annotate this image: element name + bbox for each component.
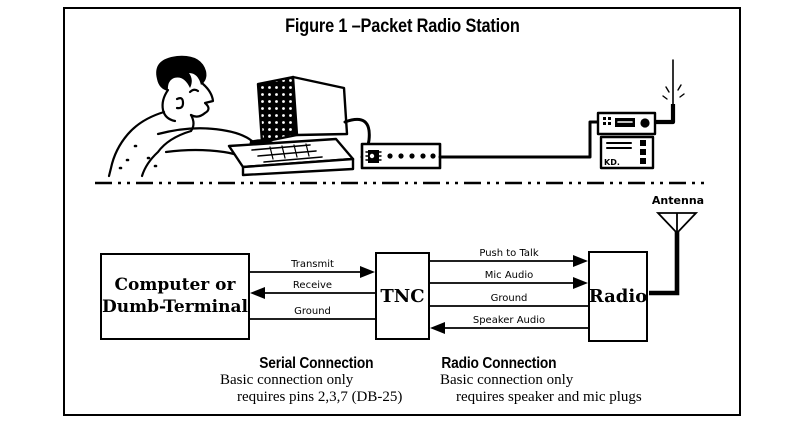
antenna-symbol-icon — [649, 212, 699, 296]
serial-connection-heading-wrap: Serial Connection — [224, 353, 409, 373]
radio-note-line2: requires speaker and mic plugs — [456, 389, 642, 405]
tnc-radio-cable — [438, 120, 600, 159]
push-to-talk-line — [430, 255, 588, 267]
operator-at-computer-illustration: KD. — [107, 55, 685, 178]
radio-device-text: KD. — [604, 158, 620, 167]
antenna-mast-icon — [655, 59, 685, 125]
mic-audio-arrow — [573, 277, 588, 289]
figure-title-row: Figure 1 –Packet Radio Station — [63, 16, 741, 38]
push-to-talk-label: Push to Talk — [479, 248, 539, 259]
speaker-audio-label: Speaker Audio — [472, 315, 546, 326]
receive-arrow — [250, 287, 265, 299]
transmit-label: Transmit — [291, 259, 334, 270]
speaker-audio-arrow — [430, 322, 445, 334]
mic-audio-label: Mic Audio — [484, 270, 534, 281]
radio-box-label: Radio — [588, 286, 648, 307]
tnc-device-icon — [360, 142, 442, 170]
serial-connection-heading: Serial Connection — [259, 355, 374, 372]
serial-note-line2: requires pins 2,3,7 (DB-25) — [237, 389, 403, 405]
mic-audio-line — [430, 277, 588, 289]
push-to-talk-arrow — [573, 255, 588, 267]
receive-label: Receive — [292, 280, 333, 291]
transmit-line — [250, 266, 375, 278]
radio-ground-label: Ground — [490, 293, 528, 304]
radio-device-icon: KD. — [596, 111, 657, 170]
radio-connection-heading-wrap: Radio Connection — [420, 353, 578, 373]
serial-note-line1: Basic connection only — [220, 372, 354, 388]
transmit-arrow — [360, 266, 375, 278]
computer-box: Computer or Dumb-Terminal — [100, 253, 250, 340]
tnc-box: TNC — [375, 252, 430, 340]
antenna-label: Antenna — [651, 194, 705, 207]
figure-title: Figure 1 –Packet Radio Station — [284, 16, 520, 37]
tnc-box-label: TNC — [380, 285, 425, 307]
speaker-audio-line — [430, 322, 588, 334]
computer-box-label: Computer or Dumb-Terminal — [102, 275, 248, 317]
radio-box: Radio — [588, 251, 648, 342]
radio-note-line1: Basic connection only — [440, 372, 574, 388]
computer-icon — [227, 75, 355, 177]
radio-connection-heading: Radio Connection — [441, 355, 557, 372]
serial-ground-label: Ground — [294, 306, 331, 317]
receive-line — [250, 287, 375, 299]
